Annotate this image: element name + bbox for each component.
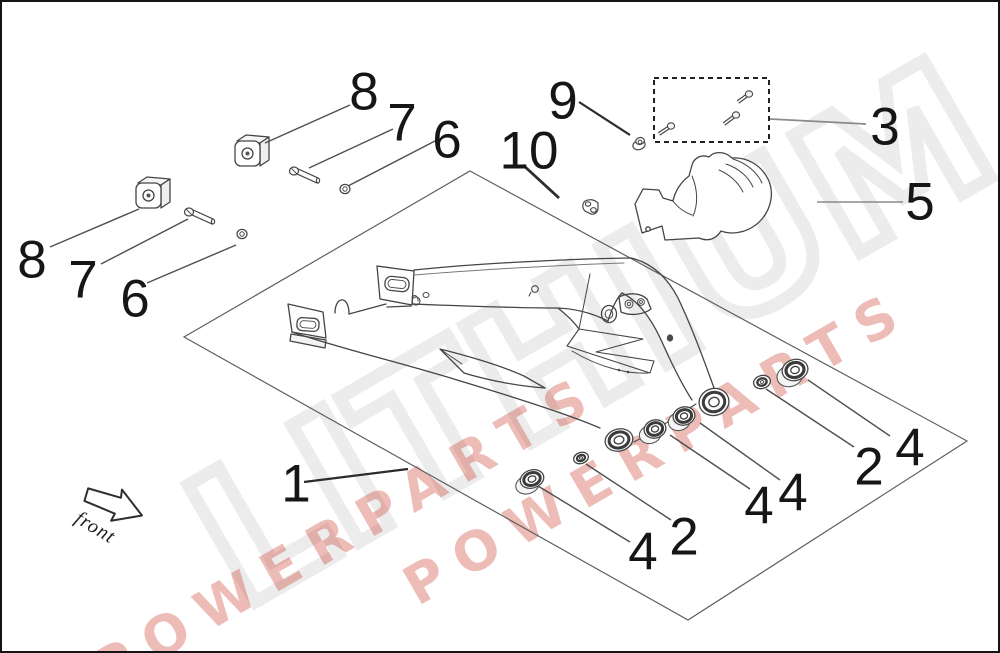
leader-lines bbox=[49, 101, 903, 543]
callout-7-left: 7 bbox=[68, 250, 98, 310]
callout-4-c: 4 bbox=[778, 463, 808, 523]
callout-8-left: 8 bbox=[17, 230, 47, 290]
callout-10: 10 bbox=[499, 121, 559, 181]
bearing bbox=[667, 406, 696, 432]
flange-nut bbox=[632, 136, 646, 151]
bearing bbox=[776, 358, 809, 388]
callout-2-b: 2 bbox=[854, 437, 884, 497]
callout-2-a: 2 bbox=[669, 507, 699, 567]
screw bbox=[722, 111, 741, 126]
screw-kit-box bbox=[653, 77, 770, 143]
chain-guard bbox=[634, 151, 773, 241]
bolt-top bbox=[288, 166, 321, 184]
perspective-plane bbox=[182, 170, 969, 621]
washer bbox=[573, 451, 589, 465]
washer bbox=[752, 374, 772, 390]
callout-4-a: 4 bbox=[628, 522, 658, 582]
adjuster-plate-left bbox=[135, 176, 171, 209]
callout-9: 9 bbox=[548, 71, 578, 131]
callout-6-top: 6 bbox=[432, 110, 462, 170]
bearing bbox=[515, 469, 545, 495]
callout-7-top: 7 bbox=[387, 93, 417, 153]
callout-3: 3 bbox=[870, 97, 900, 157]
bearing bbox=[638, 419, 667, 445]
bolt-left bbox=[183, 207, 216, 225]
nut-top bbox=[339, 183, 351, 195]
front-arrow bbox=[83, 487, 144, 522]
callout-5: 5 bbox=[905, 172, 935, 232]
callout-1: 1 bbox=[281, 454, 311, 514]
chain-guide-clip bbox=[582, 199, 599, 215]
screw bbox=[736, 90, 754, 104]
nut-left bbox=[236, 228, 248, 240]
callout-8-top: 8 bbox=[349, 62, 379, 122]
callout-4-b: 4 bbox=[744, 476, 774, 536]
callout-4-d: 4 bbox=[895, 418, 925, 478]
adjuster-plate-top bbox=[234, 134, 270, 167]
screw bbox=[657, 122, 676, 136]
swingarm bbox=[287, 257, 730, 452]
callout-6-left: 6 bbox=[120, 269, 150, 329]
